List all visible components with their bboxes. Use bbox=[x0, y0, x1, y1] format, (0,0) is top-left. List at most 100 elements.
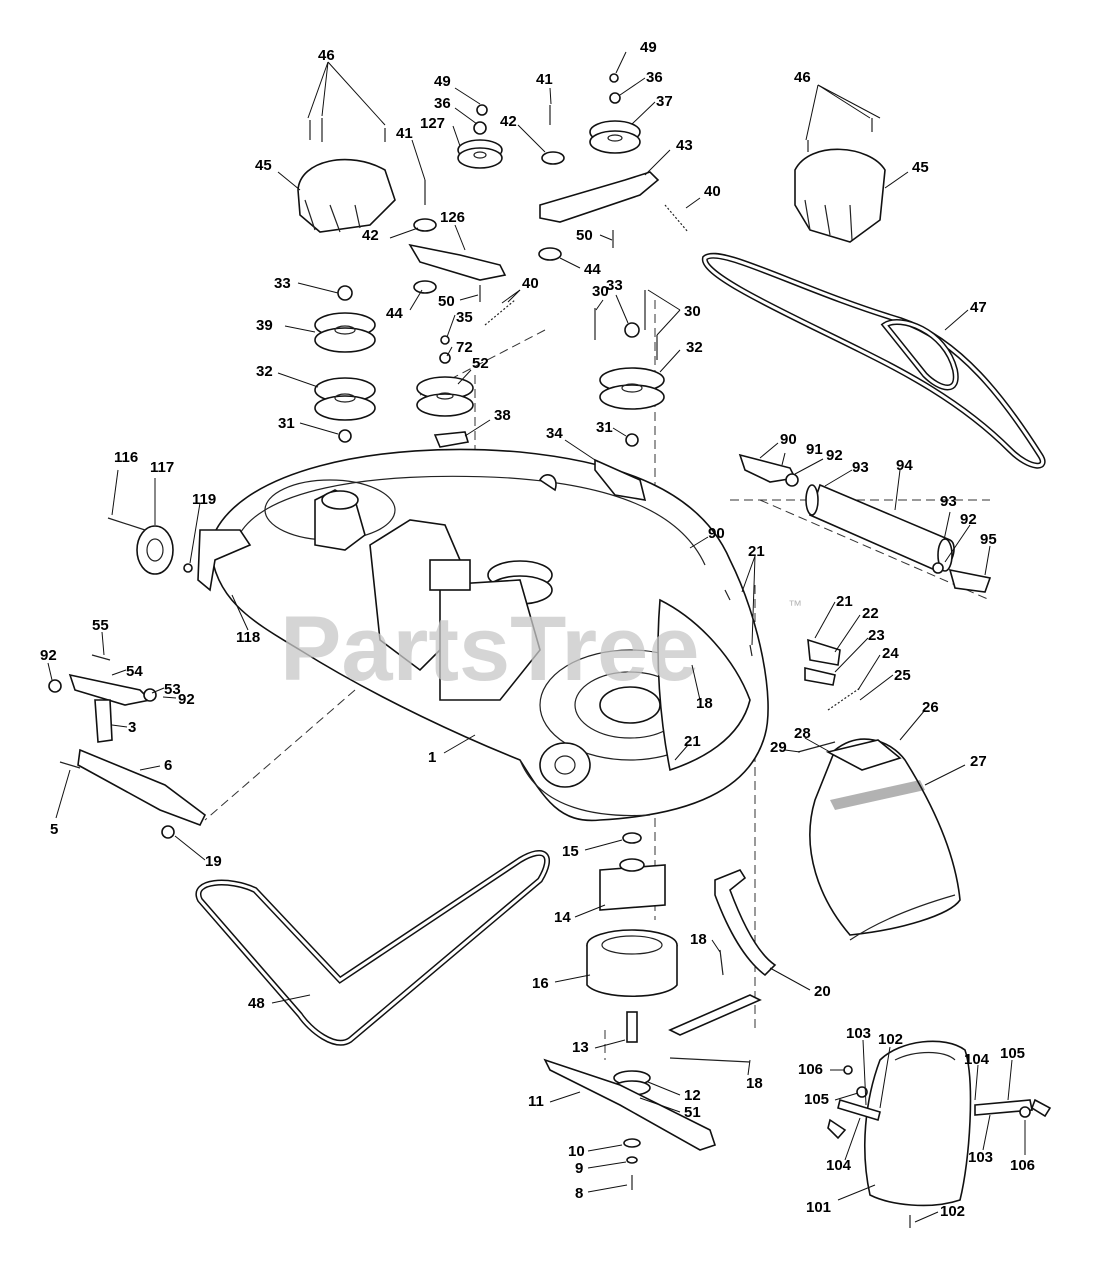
callout-20: 20 bbox=[814, 983, 831, 1000]
left-blade-cover bbox=[297, 118, 396, 233]
callout-26: 26 bbox=[922, 699, 939, 716]
callout-44-left: 44 bbox=[386, 305, 403, 322]
belt-47 bbox=[701, 252, 1046, 469]
callout-52: 52 bbox=[472, 355, 489, 372]
roller-assembly bbox=[738, 453, 992, 593]
callout-12: 12 bbox=[684, 1087, 701, 1104]
callout-24: 24 bbox=[882, 645, 899, 662]
callout-105-left: 105 bbox=[804, 1091, 829, 1108]
callout-106-right: 106 bbox=[1010, 1157, 1035, 1174]
callout-labels: 46 45 49 36 127 41 42 126 33 44 50 40 39… bbox=[40, 39, 1035, 1220]
callout-31-left: 31 bbox=[278, 415, 295, 432]
callout-37: 37 bbox=[656, 93, 673, 110]
callout-117: 117 bbox=[150, 459, 174, 476]
callout-43: 43 bbox=[676, 137, 693, 154]
callout-116: 116 bbox=[114, 449, 138, 466]
callout-18-mid: 18 bbox=[690, 931, 707, 948]
belt-48 bbox=[195, 849, 551, 1046]
callout-29: 29 bbox=[770, 739, 787, 756]
callout-102-bottom: 102 bbox=[940, 1203, 965, 1220]
callout-19: 19 bbox=[205, 853, 222, 870]
callout-105-right: 105 bbox=[1000, 1045, 1025, 1062]
callout-21-top: 21 bbox=[748, 543, 765, 560]
callout-13: 13 bbox=[572, 1039, 589, 1056]
callout-92-mid: 92 bbox=[178, 691, 195, 708]
callout-92-left: 92 bbox=[40, 647, 57, 664]
callout-36-left: 36 bbox=[434, 95, 451, 112]
callout-33-left: 33 bbox=[274, 275, 291, 292]
callout-40-right: 40 bbox=[704, 183, 721, 200]
callout-18-bottom: 18 bbox=[746, 1075, 763, 1092]
callout-36-right: 36 bbox=[646, 69, 663, 86]
callout-53: 53 bbox=[164, 681, 181, 698]
callout-22: 22 bbox=[862, 605, 879, 622]
spindle-assembly bbox=[543, 832, 751, 1190]
callout-95: 95 bbox=[980, 531, 997, 548]
callout-50-left: 50 bbox=[438, 293, 455, 310]
mulch-door-assembly bbox=[827, 1040, 1052, 1228]
callout-42-left: 42 bbox=[362, 227, 379, 244]
callout-104-right: 104 bbox=[964, 1051, 990, 1068]
callout-102-top: 102 bbox=[878, 1031, 903, 1048]
right-side-hardware bbox=[724, 589, 861, 711]
callout-91: 91 bbox=[806, 441, 823, 458]
callout-33-right: 33 bbox=[606, 277, 623, 294]
callout-126: 126 bbox=[440, 209, 465, 226]
callout-31-right: 31 bbox=[596, 419, 613, 436]
callout-41-right: 41 bbox=[536, 71, 553, 88]
pulleys bbox=[314, 73, 689, 501]
callout-38: 38 bbox=[494, 407, 511, 424]
callout-49-right: 49 bbox=[640, 39, 657, 56]
callout-32-right: 32 bbox=[686, 339, 703, 356]
callout-9: 9 bbox=[575, 1160, 583, 1177]
callout-30-right: 30 bbox=[684, 303, 701, 320]
callout-51: 51 bbox=[684, 1104, 701, 1121]
callout-3: 3 bbox=[128, 719, 136, 736]
callout-47: 47 bbox=[970, 299, 987, 316]
callout-50-right: 50 bbox=[576, 227, 593, 244]
deflector-arm bbox=[668, 869, 777, 1036]
callout-104-left: 104 bbox=[826, 1157, 852, 1174]
callout-93-top: 93 bbox=[852, 459, 869, 476]
right-blade-cover bbox=[794, 118, 886, 243]
callout-45-left: 45 bbox=[255, 157, 272, 174]
callout-72: 72 bbox=[456, 339, 473, 356]
callout-41-left: 41 bbox=[396, 125, 413, 142]
callout-32-left: 32 bbox=[256, 363, 273, 380]
lift-link-assembly bbox=[48, 654, 207, 839]
discharge-chute bbox=[797, 738, 961, 941]
leader-lines bbox=[47, 51, 1026, 1223]
callout-21-mid: 21 bbox=[836, 593, 853, 610]
callout-42-right: 42 bbox=[500, 113, 517, 130]
watermark: PartsTree ™ bbox=[280, 597, 802, 700]
callout-119: 119 bbox=[192, 491, 216, 508]
callout-90-top: 90 bbox=[780, 431, 797, 448]
callout-11: 11 bbox=[528, 1093, 544, 1110]
callout-28: 28 bbox=[794, 725, 811, 742]
callout-23: 23 bbox=[868, 627, 885, 644]
callout-30-left: 30 bbox=[592, 283, 609, 300]
callout-118: 118 bbox=[236, 629, 260, 646]
callout-46-left: 46 bbox=[318, 47, 335, 64]
callout-6: 6 bbox=[164, 757, 172, 774]
callout-92-top: 92 bbox=[826, 447, 843, 464]
callout-103-top: 103 bbox=[846, 1025, 871, 1042]
callout-90-bottom: 90 bbox=[708, 525, 725, 542]
callout-25: 25 bbox=[894, 667, 911, 684]
mower-deck bbox=[197, 448, 769, 822]
callout-5: 5 bbox=[50, 821, 58, 838]
callout-92-bottom: 92 bbox=[960, 511, 977, 528]
callout-35: 35 bbox=[456, 309, 473, 326]
callout-127: 127 bbox=[420, 115, 445, 132]
callout-54: 54 bbox=[126, 663, 143, 680]
callout-27: 27 bbox=[970, 753, 987, 770]
gauge-wheel bbox=[107, 517, 193, 575]
callout-44-right: 44 bbox=[584, 261, 601, 278]
callout-40-left: 40 bbox=[522, 275, 539, 292]
callout-15: 15 bbox=[562, 843, 579, 860]
callout-94: 94 bbox=[896, 457, 913, 474]
callout-101: 101 bbox=[806, 1199, 831, 1216]
callout-34: 34 bbox=[546, 425, 563, 442]
callout-106-left: 106 bbox=[798, 1061, 823, 1078]
